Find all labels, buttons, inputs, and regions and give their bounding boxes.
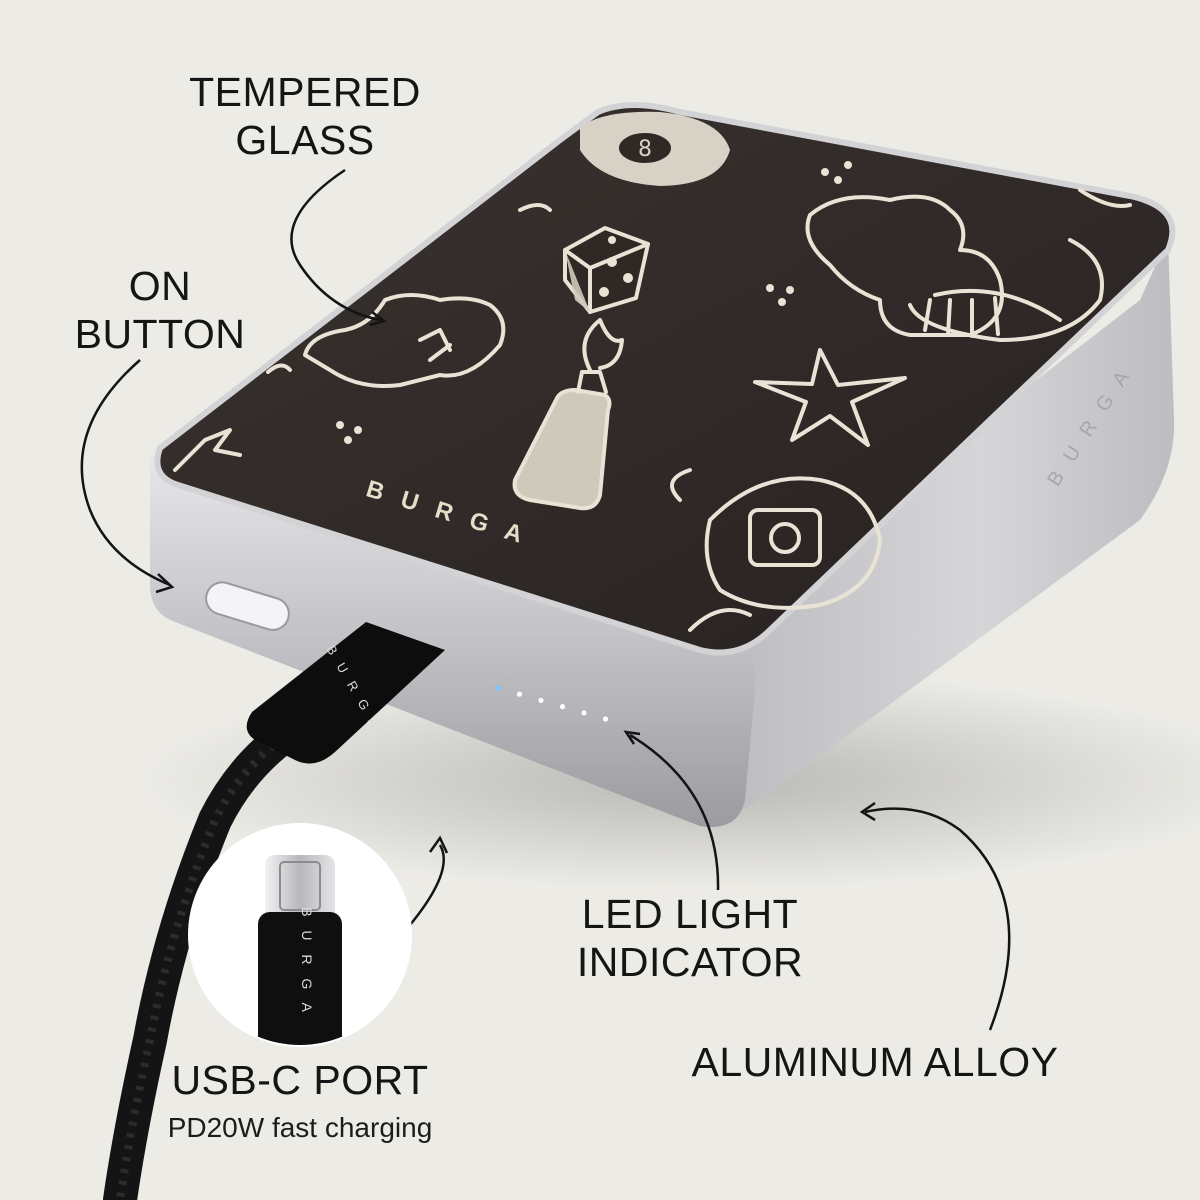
led-dot bbox=[516, 691, 523, 697]
power-button[interactable] bbox=[202, 578, 293, 633]
cat-doodle-right bbox=[805, 188, 1132, 342]
dice-doodle bbox=[563, 226, 650, 314]
glass-doodles: 8 bbox=[173, 111, 1132, 632]
on-button-label: ON BUTTON bbox=[74, 263, 246, 357]
usb-c-port-label: USB-C PORT bbox=[171, 1057, 429, 1103]
aluminum-side-face bbox=[690, 238, 1175, 815]
partial-star-doodle bbox=[173, 428, 242, 472]
inset-brand-logo: B U R G A bbox=[299, 907, 315, 1017]
arrow-tempered-glass bbox=[290, 168, 381, 322]
aluminum-front-face bbox=[150, 455, 756, 827]
swirl-doodle bbox=[518, 203, 552, 212]
led-dot bbox=[495, 685, 501, 691]
cat-doodle-middle bbox=[303, 293, 506, 388]
tempered-glass-top bbox=[154, 102, 1176, 656]
cat-doodle-bottom bbox=[688, 608, 752, 632]
star-doodle bbox=[753, 348, 907, 447]
aluminum-alloy-label: ALUMINUM ALLOY bbox=[691, 1039, 1059, 1085]
arrow-on-button bbox=[80, 359, 171, 587]
led-indicator bbox=[495, 685, 609, 722]
usb-c-connector bbox=[246, 622, 445, 764]
camera-doodle bbox=[670, 468, 882, 610]
callout-arrows bbox=[80, 168, 1011, 1031]
usb-c-port-subtitle: PD20W fast charging bbox=[167, 1112, 433, 1143]
lighter-doodle bbox=[512, 318, 624, 511]
led-dot bbox=[602, 716, 609, 722]
svg-text:8: 8 bbox=[638, 137, 652, 162]
dot-doodles bbox=[336, 161, 852, 444]
arrow-aluminum bbox=[864, 807, 1011, 1031]
led-dot bbox=[581, 710, 587, 716]
usb-c-inset: B U R G A bbox=[188, 823, 412, 1047]
eight-ball-doodle: 8 bbox=[580, 111, 730, 186]
tempered-glass-label: TEMPERED GLASS bbox=[189, 69, 421, 163]
swirl-doodle-2 bbox=[266, 363, 292, 374]
led-dot bbox=[559, 704, 566, 710]
usb-c-cable: B U R G A bbox=[103, 622, 445, 1200]
arrow-led bbox=[629, 733, 720, 891]
led-dot bbox=[538, 697, 544, 704]
led-indicator-label: LED LIGHT INDICATOR bbox=[576, 891, 804, 985]
arrow-usb-c bbox=[409, 844, 445, 926]
